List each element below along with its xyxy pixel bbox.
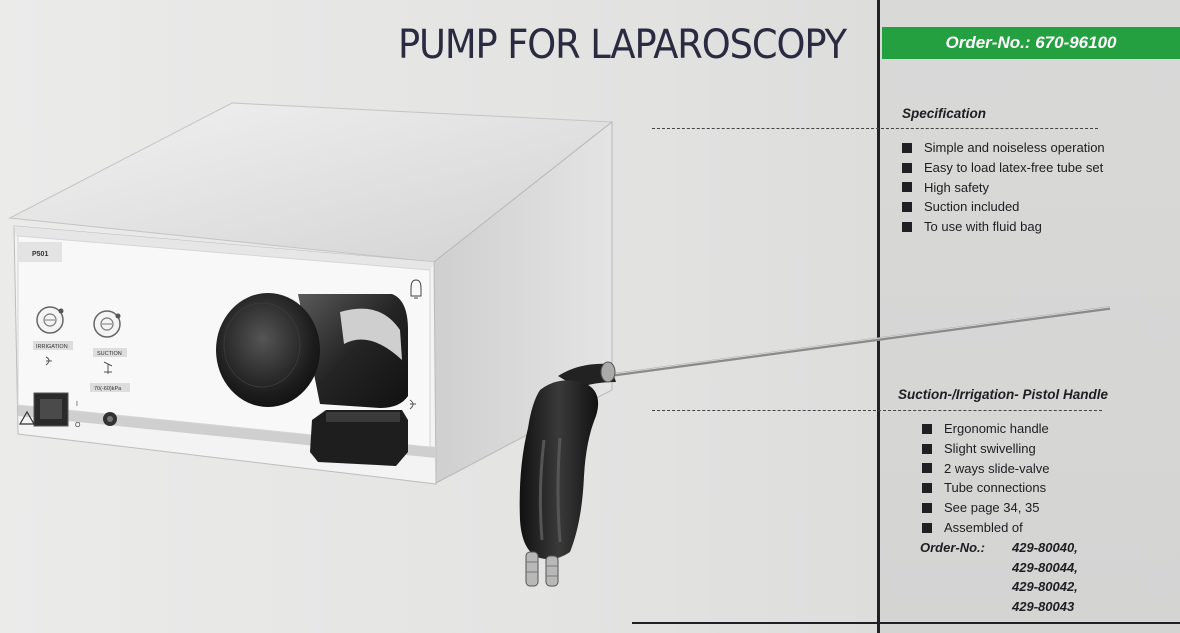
bottom-divider [632,622,1180,624]
order-label: Order-No.: [920,540,985,555]
bullet-square-icon [902,142,912,153]
bullet-square-icon [922,483,932,494]
suction-label: SUCTION [97,351,122,357]
bullet-square-icon [922,503,932,514]
pistol-handle-heading: Suction-/Irrigation- Pistol Handle [898,387,1109,402]
order-number: 429-80043 [1012,598,1075,614]
list-item: To use with fluid bag [902,217,1105,237]
list-item: Tube connections [922,478,1050,498]
order-number: 429-80040, [1012,540,1078,555]
warning-icon [18,410,36,425]
vertical-divider [877,0,880,633]
specification-heading: Specification [902,106,987,121]
bullet-square-icon [922,463,932,474]
list-item: Ergonomic handle [922,419,1050,439]
pistol-handle-list: Ergonomic handle Slight swivelling 2 way… [922,419,1050,538]
model-label: P501 [32,251,48,258]
bullet-square-icon [922,522,932,533]
list-item: Slight swivelling [922,439,1050,459]
bullet-square-icon [902,182,912,193]
svg-text:I: I [76,401,78,408]
bullet-square-icon [902,202,912,213]
bullet-square-icon [922,443,932,454]
tube-holder [310,410,408,466]
bullet-square-icon [902,222,912,233]
list-item: Easy to load latex-free tube set [902,158,1105,178]
order-number-banner: Order-No.: 670-96100 [882,27,1180,59]
list-item: 2 ways slide-valve [922,459,1050,479]
specification-list: Simple and noiseless operation Easy to l… [902,138,1105,237]
pump-rotor-disc [216,293,320,407]
bell-icon [410,279,422,299]
pistol-handle-illustration [519,306,1111,587]
page-title: PUMP FOR LAPAROSCOPY [397,22,847,68]
pressure-label: 70(-60)kPa [94,386,122,392]
tube-connectors [525,551,559,587]
irrigation-label: IRRIGATION [36,344,68,350]
list-item: Suction included [902,197,1105,217]
assembled-order-numbers: Order-No.: 429-80040, 429-80044, 429-8004… [920,538,1078,616]
list-item: See page 34, 35 [922,498,1050,518]
list-item: Simple and noiseless operation [902,138,1105,158]
specification-divider [652,128,1098,129]
bullet-square-icon [922,423,932,434]
order-number: 429-80044, [1012,559,1078,575]
pistol-handle-divider [652,410,1102,411]
list-item: High safety [902,178,1105,198]
svg-text:O: O [75,422,81,429]
list-item: Assembled of [922,518,1050,538]
order-number: 429-80042, [1012,579,1078,595]
bullet-square-icon [902,162,912,173]
